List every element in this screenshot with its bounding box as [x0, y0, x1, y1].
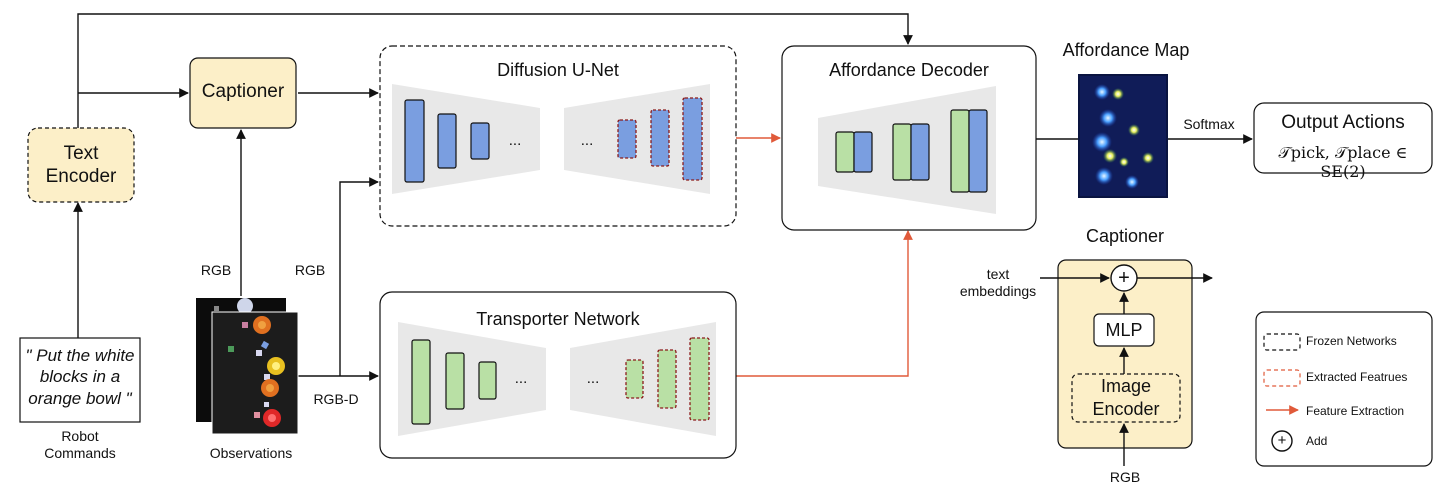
edge-label-rgbd: RGB-D	[313, 391, 359, 407]
observations-image	[196, 298, 299, 435]
unet-encoder-trapezoid	[392, 84, 540, 194]
unet-encoder-ellipsis: ...	[508, 132, 522, 149]
affordance-map-image	[1078, 74, 1168, 198]
text-embeddings-line2: embeddings	[959, 282, 1037, 299]
unet-enc-block-3	[470, 122, 490, 160]
robot-commands-caption: Robot Commands	[20, 428, 140, 462]
dec-block-1-blue	[853, 131, 873, 173]
legend-extracted-swatch	[1263, 369, 1301, 387]
observations-caption: Observations	[209, 445, 293, 461]
robot-commands-caption-line2: Commands	[44, 444, 116, 461]
legend-frozen-label: Frozen Networks	[1306, 334, 1397, 348]
text-encoder-line1: Text	[63, 143, 99, 164]
trans-dec-block-1	[625, 359, 644, 399]
affordance-map-title: Affordance Map	[1062, 40, 1190, 60]
dec-block-2-blue	[910, 123, 930, 181]
command-text: " Put the white blocks in a orange bowl …	[20, 345, 140, 409]
captioner-detail-image-encoder-box	[1071, 373, 1181, 423]
trans-enc-block-1	[411, 339, 431, 425]
trans-dec-block-2	[657, 349, 677, 409]
legend-add-circle	[1271, 430, 1293, 452]
unet-dec-block-3	[682, 97, 703, 181]
edge-label-rgb-right: RGB	[294, 262, 326, 278]
output-actions-title: Output Actions	[1281, 112, 1405, 133]
legend-box	[1255, 311, 1433, 467]
output-actions-formula: 𝒯pick, 𝒯place ∈ SE(2)	[1278, 143, 1408, 182]
trans-enc-block-3	[478, 361, 497, 400]
legend-extracted-label: Extracted Featrues	[1306, 370, 1408, 384]
captioner-detail-rgb: RGB	[1109, 469, 1141, 485]
legend-frozen-swatch	[1263, 333, 1301, 351]
unet-dec-block-1	[617, 119, 637, 159]
trans-dec-block-3	[689, 337, 710, 421]
dec-block-3-green	[950, 109, 970, 193]
text-encoder-box	[27, 127, 135, 203]
softmax-label: Softmax	[1183, 116, 1235, 132]
captioner-detail-mlp-label: MLP	[1105, 320, 1143, 340]
command-line1: " Put the white	[25, 346, 135, 365]
image-encoder-line2: Encoder	[1092, 398, 1160, 419]
feature-extraction-arrows	[736, 133, 913, 377]
command-line3: orange bowl "	[28, 388, 132, 408]
command-box	[19, 337, 141, 423]
unet-dec-block-2	[650, 109, 670, 167]
text-embeddings-line1: text	[986, 266, 1010, 282]
captioner-detail-text-embeddings: text embeddings	[946, 266, 1050, 300]
edge-label-rgb-left: RGB	[200, 262, 232, 278]
captioner-detail-title: Captioner	[1085, 226, 1165, 246]
captioner-detail-image-encoder-label: Image Encoder	[1072, 375, 1180, 420]
trans-enc-block-2	[445, 352, 465, 410]
transporter-decoder-ellipsis: ...	[586, 370, 600, 387]
output-actions-box	[1253, 102, 1433, 174]
transporter-encoder-ellipsis: ...	[514, 370, 528, 387]
unet-enc-block-1	[404, 99, 425, 183]
robot-commands-caption-line1: Robot	[61, 428, 99, 444]
captioner-detail-arrows	[1040, 273, 1213, 466]
command-line2: blocks in a	[39, 367, 121, 387]
text-encoder-line2: Encoder	[45, 165, 117, 187]
captioner-detail-add-symbol: +	[1118, 267, 1130, 289]
captioner-label: Captioner	[201, 81, 285, 102]
legend-feature-extraction-label: Feature Extraction	[1306, 404, 1405, 418]
dec-block-2-green	[892, 123, 912, 181]
dec-block-3-blue	[968, 109, 988, 193]
legend-add-label: Add	[1306, 434, 1328, 448]
captioner-box	[189, 57, 297, 129]
diffusion-unet-title: Diffusion U-Net	[497, 60, 619, 80]
affordance-decoder-title: Affordance Decoder	[829, 60, 989, 80]
legend-add-symbol: +	[1277, 432, 1287, 449]
black-connections	[73, 13, 1253, 381]
dec-block-1-green	[835, 131, 855, 173]
unet-decoder-trapezoid	[564, 84, 710, 194]
transporter-encoder-trapezoid	[398, 322, 546, 436]
transporter-title: Transporter Network	[476, 309, 640, 329]
unet-decoder-ellipsis: ...	[580, 132, 594, 149]
image-encoder-line1: Image	[1100, 376, 1152, 396]
unet-enc-block-2	[437, 113, 457, 169]
text-encoder-label: Text Encoder	[28, 143, 134, 189]
